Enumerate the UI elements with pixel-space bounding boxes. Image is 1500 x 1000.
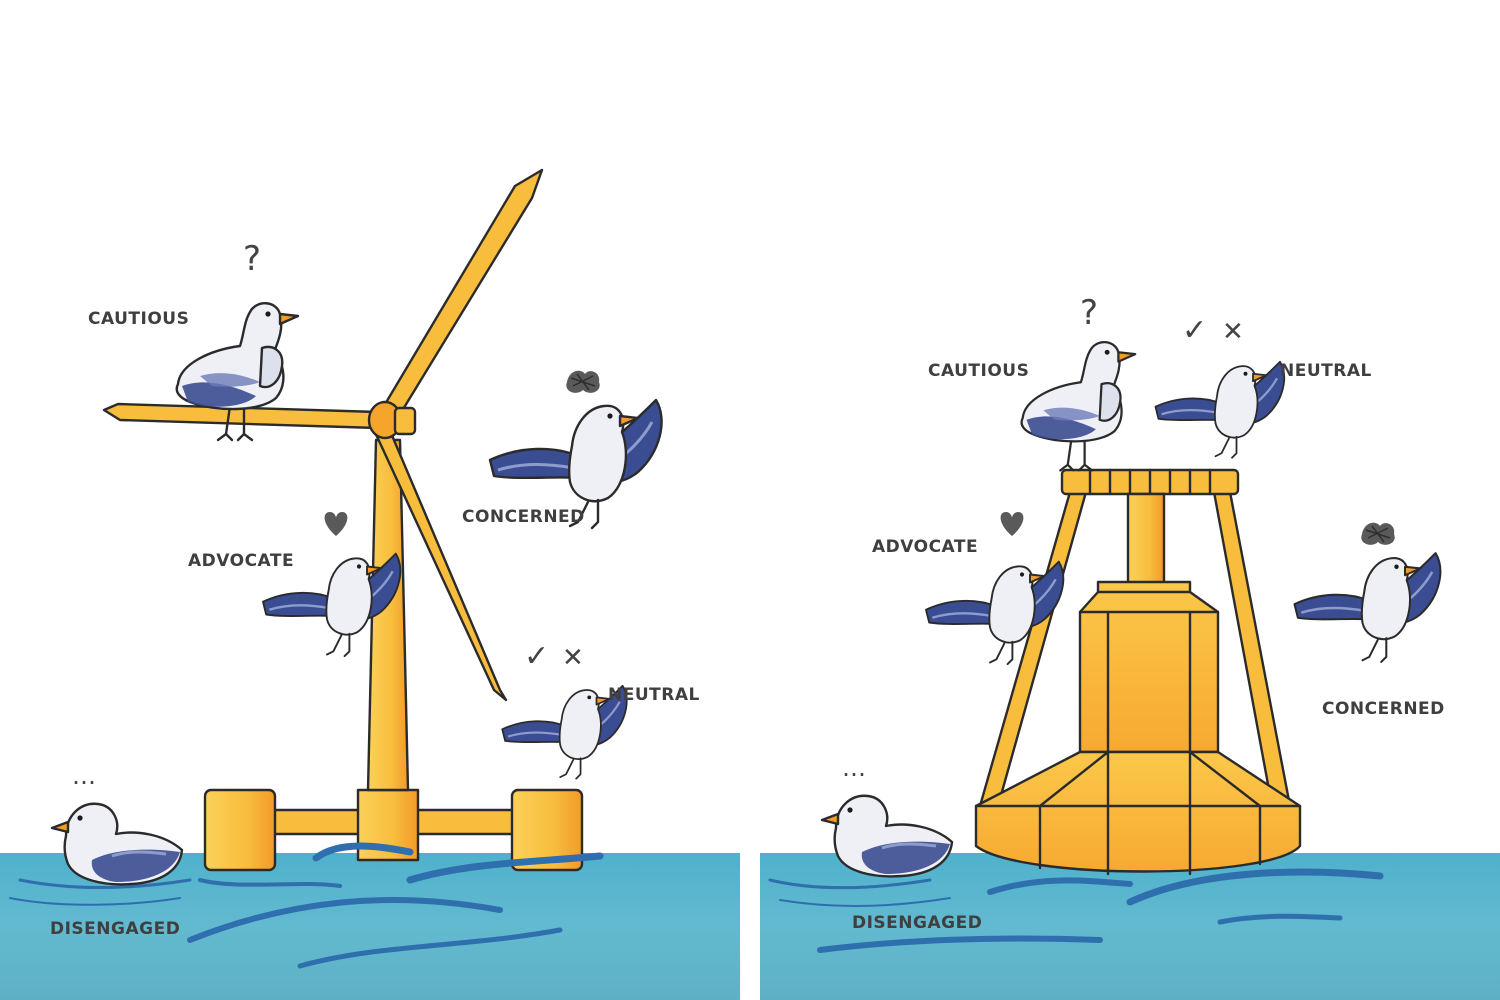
panel-buoy: ? ✓ ✕ … CAUTIOUS NEUTRAL ADVOCATE CONCER… [760,293,1500,1000]
label-neutral: NEUTRAL [1280,361,1372,381]
label-disengaged: DISENGAGED [852,913,982,933]
label-concerned: CONCERNED [462,507,585,527]
question-mark-icon: ? [1080,293,1098,333]
panel-wind-turbine: ? ✓ ✕ … CAUTIOUS CONCERNED ADVOCATE NEUT… [0,168,740,1000]
angry-scribble-icon [565,369,601,394]
cross-icon: ✕ [562,643,584,673]
ellipsis-icon: … [72,762,96,790]
label-advocate: ADVOCATE [872,537,978,557]
ellipsis-icon: … [842,754,866,782]
label-cautious: CAUTIOUS [88,309,189,329]
gull-cautious-buoy [1020,341,1137,472]
waves-left [9,842,604,969]
gull-concerned-buoy [1293,551,1442,664]
turbine-blades [102,168,544,702]
label-concerned: CONCERNED [1322,699,1445,719]
waves-right [768,868,1384,953]
heart-icon [1000,512,1024,536]
turbine-platform [203,788,584,872]
label-advocate: ADVOCATE [188,551,294,571]
gull-neutral-buoy [1154,360,1286,460]
angry-scribble-icon [1360,521,1396,546]
cross-icon: ✕ [1222,317,1244,347]
buoy [974,468,1302,876]
check-icon: ✓ [524,639,549,674]
label-cautious: CAUTIOUS [928,361,1029,381]
question-mark-icon: ? [243,239,261,279]
label-disengaged: DISENGAGED [50,919,180,939]
label-neutral: NEUTRAL [608,685,700,705]
heart-icon [324,512,348,536]
check-icon: ✓ [1182,313,1207,348]
